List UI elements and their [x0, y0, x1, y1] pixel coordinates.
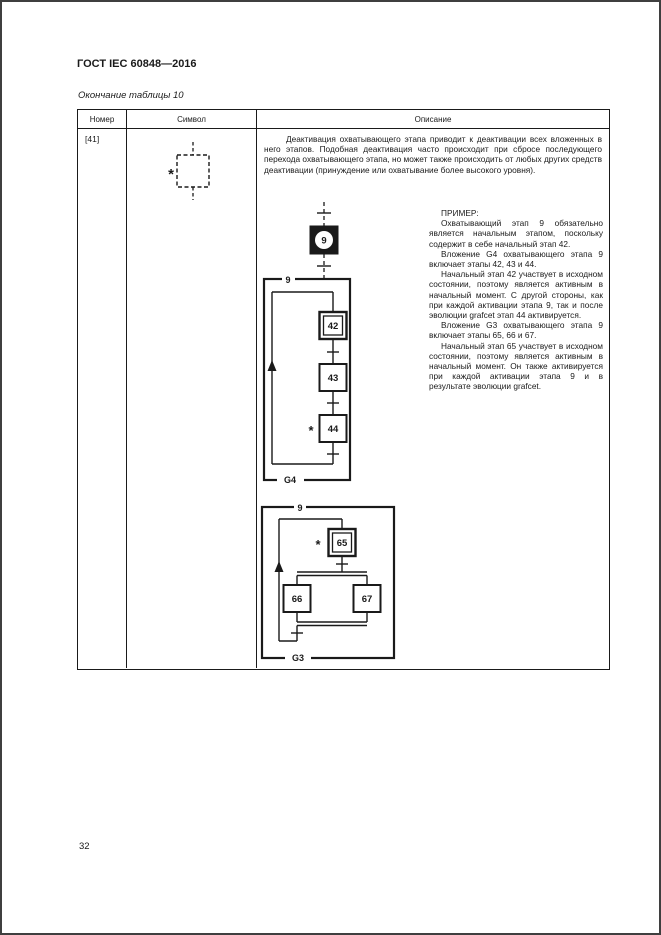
frame-label-g4: G4 [284, 475, 296, 485]
header-symbol: Символ [127, 110, 257, 128]
example-label: ПРИМЕР: [441, 208, 479, 218]
frame-top-label: 9 [285, 275, 290, 285]
label-backing [277, 474, 304, 486]
cell-number: [41] [78, 129, 127, 668]
table-row: [41] * Деактивация охватывающего этапа п… [78, 129, 609, 668]
initial-step-42-inner [322, 315, 344, 336]
step-44 [318, 414, 348, 443]
enclosure-frame-g3 [260, 505, 396, 660]
step-number: 66 [292, 594, 303, 605]
example-paragraph: Охватывающий этап 9 обязательно является… [429, 218, 603, 249]
cell-description: Деактивация охватывающего этапа приводит… [257, 129, 609, 668]
label-backing [285, 652, 311, 664]
header-number: Номер [78, 110, 127, 128]
step-67 [352, 584, 382, 613]
example-paragraph: Вложение G4 охватывающего этапа 9 включа… [429, 248, 603, 270]
enclosure-frame-g4 [262, 277, 352, 482]
up-arrow-icon [274, 561, 284, 572]
initial-step-65-inner [331, 532, 353, 553]
dashed-step-square-icon [176, 154, 210, 188]
asterisk-marker: * [315, 537, 321, 552]
doc-title: ГОСТ IEC 60848—2016 [77, 58, 197, 70]
example-block: ПРИМЕР: Охватывающий этап 9 обязательно … [429, 208, 603, 392]
step-number: 42 [328, 321, 339, 332]
step-number: 44 [328, 424, 339, 435]
frame-top-label: 9 [297, 503, 302, 513]
step-number: 43 [328, 373, 339, 384]
label-backing [282, 273, 295, 285]
asterisk-marker: * [308, 423, 314, 438]
enclosing-step-circle [315, 231, 333, 249]
example-paragraph: Начальный этап 65 участвует в исходном с… [429, 340, 603, 392]
example-paragraph: Вложение G3 охватывающего этапа 9 включа… [429, 320, 603, 341]
cell-symbol: * [127, 129, 257, 668]
step-66 [282, 584, 312, 613]
symbols-table: Номер Символ Описание [41] * Деактивация… [77, 109, 610, 670]
step-number: 67 [362, 594, 373, 605]
grafcet-diagram-g3: 9 65 * 66 [260, 501, 396, 664]
asterisk-marker: * [168, 166, 174, 183]
enclosing-step-dashed-symbol: * [168, 142, 210, 200]
frame-label-g3: G3 [292, 653, 304, 663]
description-paragraph: Деактивация охватывающего этапа приводит… [264, 134, 602, 175]
grafcet-diagram-g4: 9 9 42 43 [262, 202, 352, 486]
page-number: 32 [79, 841, 90, 852]
up-arrow-icon [267, 360, 277, 371]
step-43 [318, 363, 348, 392]
step-number: 65 [337, 538, 348, 549]
row-number: [41] [85, 134, 100, 144]
enclosing-step-number: 9 [321, 236, 326, 247]
table-caption: Окончание таблицы 10 [78, 90, 184, 101]
example-paragraph: Начальный этап 42 участвует в исходном с… [429, 269, 603, 321]
table-header-row: Номер Символ Описание [78, 110, 609, 129]
label-backing [294, 501, 306, 513]
header-description: Описание [414, 114, 452, 124]
